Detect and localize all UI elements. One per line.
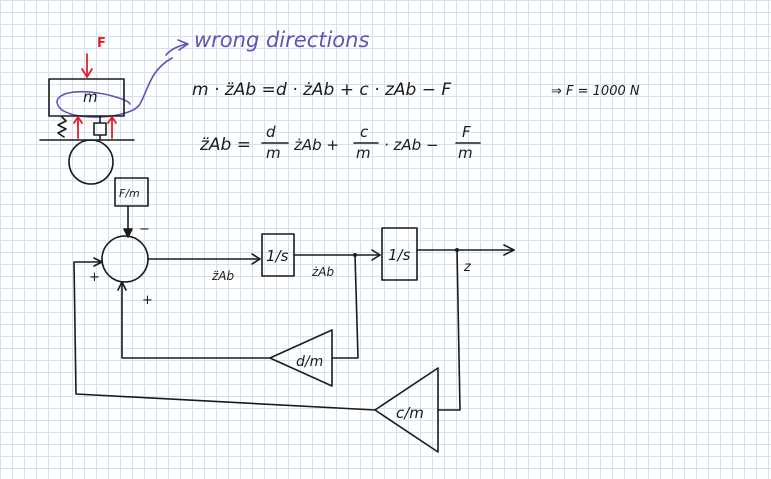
spring-icon: [57, 116, 67, 138]
annotation-arrow-tail: [165, 43, 187, 56]
c-feedback-out-line: [73, 261, 376, 411]
block-diagram: F/m − + + z̈Ab 1/s żAb 1/s z d/m: [73, 177, 515, 453]
eq2-term2-var: · zAb −: [384, 136, 439, 154]
eq2-term1-num: d: [266, 123, 276, 141]
red-arrow-1: [73, 116, 83, 139]
integrator-2-label: 1/s: [388, 246, 411, 264]
input-block-label: F/m: [119, 187, 140, 200]
eq2-term2-num: c: [360, 123, 369, 141]
input-block: [114, 177, 149, 207]
integrator-1-label: 1/s: [266, 247, 289, 265]
acc-arrow-head: [251, 253, 261, 265]
c-feedback-in-line: [437, 249, 461, 411]
c-feedback-arrow-head: [93, 257, 103, 267]
output-signal-label: z: [463, 260, 472, 275]
wrong-directions-annotation: wrong directions: [56, 28, 369, 118]
annotation-text: wrong directions: [194, 28, 369, 52]
result-text: ⇒ F = 1000 N: [551, 84, 640, 99]
eq2-lhs: z̈Ab =: [199, 135, 251, 155]
eq2-term3-num: F: [462, 123, 471, 141]
force-label: F: [97, 36, 106, 51]
d-feedback-out-line: [121, 281, 271, 359]
gain-c-triangle: [374, 367, 439, 453]
integrator-2-block: [381, 227, 418, 281]
eq2-term1-var: żAb +: [293, 136, 339, 154]
sign-plus-bottom: +: [142, 293, 153, 308]
mass-label: m: [83, 88, 98, 106]
d-feedback-arrow-head: [117, 281, 127, 291]
eq1-lhs: m · z̈Ab =: [192, 80, 276, 100]
eq2-term3-den: m: [458, 144, 473, 162]
force-arrow-head: [81, 68, 93, 78]
wheel-circle: [68, 139, 114, 185]
annotation-loop: [56, 57, 173, 118]
mass-block: [48, 78, 125, 117]
eq1-rhs: d · żAb + c · zAb − F: [276, 80, 451, 100]
gain-c-label: c/m: [396, 404, 424, 422]
equations: m · z̈Ab = d · żAb + c · zAb − F ⇒ F = 1…: [192, 80, 640, 162]
eq2-term1-den: m: [266, 144, 281, 162]
acc-signal-label: z̈Ab: [211, 269, 235, 283]
d-feedback-in-line: [331, 254, 359, 359]
sign-plus-left: +: [89, 270, 100, 285]
sign-minus: −: [139, 222, 150, 237]
input-arrow-head: [123, 228, 133, 238]
annotation-arrow-head: [177, 39, 189, 51]
damper-icon: [93, 115, 107, 140]
quarter-car-sketch: F m: [39, 36, 135, 185]
gain-d-label: d/m: [296, 354, 323, 370]
output-arrow-head: [503, 244, 515, 256]
summing-junction: [101, 235, 149, 283]
eq2-term2-den: m: [356, 144, 371, 162]
gain-d-triangle: [269, 329, 333, 387]
vel-signal-label: żAb: [311, 265, 335, 279]
red-arrow-2: [107, 116, 117, 139]
vel-arrow-head: [371, 249, 381, 261]
